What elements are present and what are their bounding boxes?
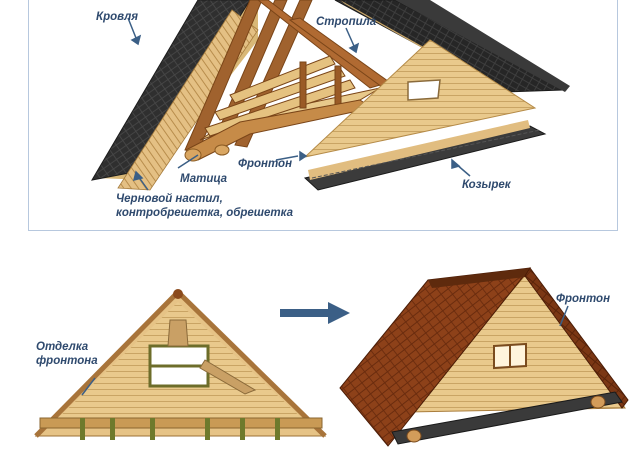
- label-gable-finish: Отделка фронтона: [36, 340, 98, 368]
- label-sheathing: Черновой настил, контробрешетка, обрешет…: [116, 192, 293, 220]
- label-roof: Кровля: [96, 11, 138, 23]
- label-sheathing-line1: Черновой настил,: [116, 193, 223, 205]
- label-canopy: Козырек: [462, 179, 511, 191]
- exploded-view-frame: [28, 0, 618, 231]
- label-gable-finish-line2: фронтона: [36, 355, 98, 367]
- label-gable: Фронтон: [238, 158, 293, 170]
- label-rafters: Стропила: [316, 16, 377, 28]
- roof-slope-left: [91, 0, 259, 191]
- finished-roof-view: [339, 267, 629, 447]
- canopy-strip: [303, 120, 547, 191]
- gable-interior-view: [34, 289, 327, 440]
- rafter-frame: [184, 0, 394, 162]
- pointer-lines-top: [127, 17, 471, 191]
- gable-panel: [303, 39, 537, 158]
- label-sheathing-line2: контробрешетка, обрешетка: [116, 207, 293, 219]
- label-gable-finish-line1: Отделка: [36, 341, 89, 353]
- label-gable-right: Фронтон: [556, 293, 611, 305]
- transition-arrow: [280, 302, 350, 324]
- label-mauerlat: Матица: [180, 173, 228, 185]
